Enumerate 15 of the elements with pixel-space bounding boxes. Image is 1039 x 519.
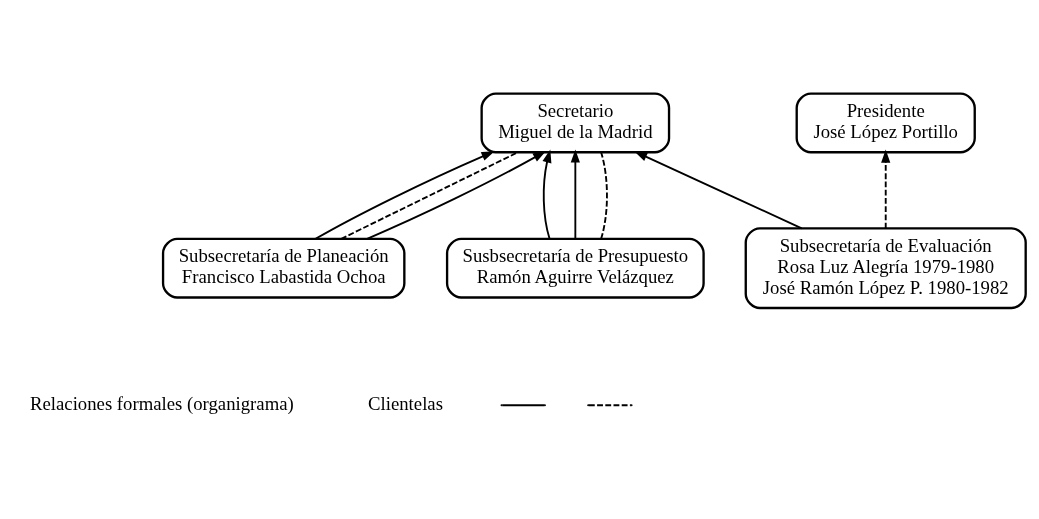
node-box: Susbsecretaría de Presupuesto Ramón Aguirre Velázquez	[445, 237, 705, 299]
node-box: Subsecretaría de Evaluación Rosa Luz Alegría 1979-1980 José Ramón López P. 1980-1982	[744, 226, 1027, 309]
arrow	[365, 150, 546, 240]
arrow	[542, 149, 551, 240]
arrow	[570, 149, 580, 240]
node-box: Subsecretaría de Planeación Francisco Labastida Ochoa	[161, 237, 405, 299]
arrow	[314, 150, 495, 240]
node-box: Presidente José López Portillo	[795, 92, 976, 153]
legend-label: Relaciones formales (organigrama)	[29, 392, 294, 414]
arrow	[880, 149, 890, 229]
node-box: Secretario Miguel de la Madrid	[479, 92, 670, 153]
connector	[339, 150, 519, 240]
arrow	[633, 150, 803, 229]
connector	[599, 150, 608, 240]
legend-label: Clientelas	[367, 392, 443, 414]
